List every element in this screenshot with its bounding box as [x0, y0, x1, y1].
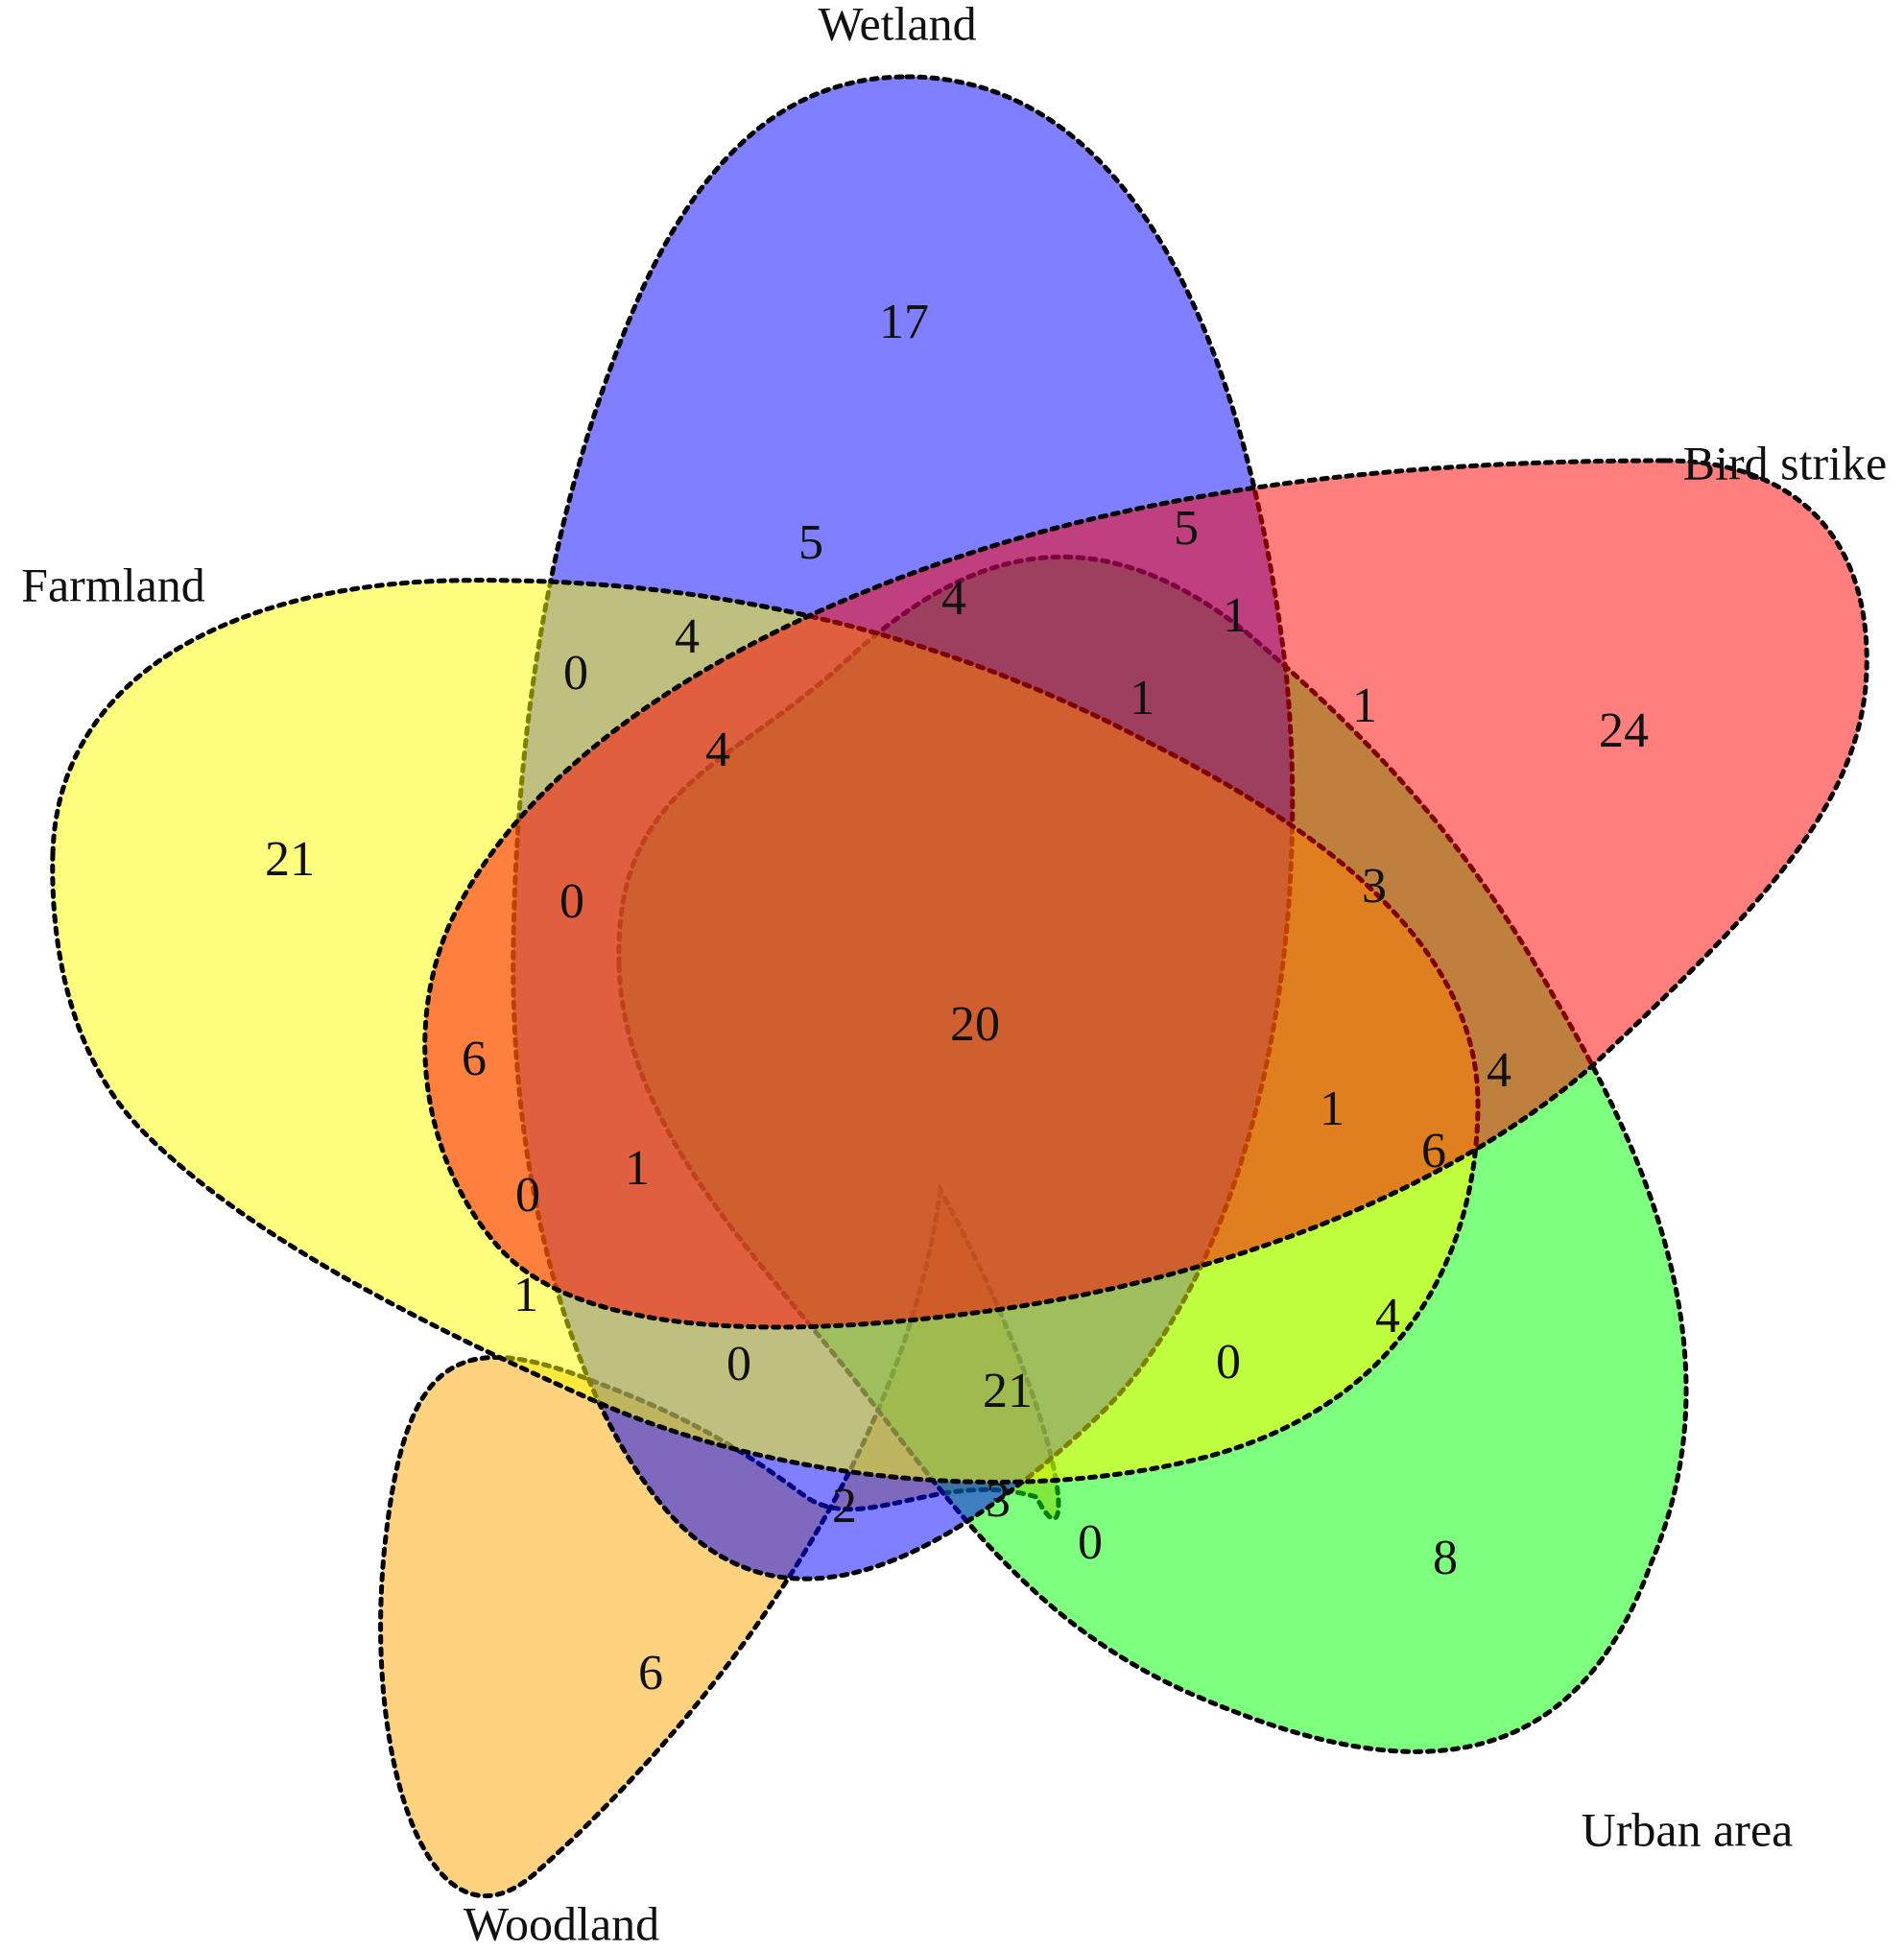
region-count: 1: [1130, 671, 1154, 725]
region-count: 21: [983, 1364, 1033, 1418]
region-count-farmland-only: 21: [265, 832, 315, 887]
region-count: 1: [1223, 588, 1248, 643]
region-count: 0: [559, 874, 584, 929]
region-count: 6: [462, 1032, 487, 1086]
region-count: 6: [1421, 1124, 1446, 1178]
region-count-all-five: 20: [950, 997, 1000, 1052]
set-label-woodland: Woodland: [464, 1896, 659, 1950]
region-counts: 17 24 21 8 6 20 5 5 4 4 4 4 4 1 1 1 1 1 …: [265, 295, 1649, 1700]
region-count-bird-strike-only: 24: [1599, 703, 1649, 758]
region-count: 2: [832, 1479, 857, 1534]
set-label-urban-area: Urban area: [1582, 1802, 1794, 1856]
region-count: 0: [515, 1168, 540, 1223]
region-count-woodland-only: 6: [638, 1646, 663, 1700]
set-shapes: [50, 74, 1869, 1898]
region-count: 1: [625, 1141, 650, 1196]
region-count: 5: [798, 515, 823, 570]
set-label-farmland: Farmland: [21, 558, 205, 611]
region-count: 5: [1174, 501, 1199, 556]
region-count: 1: [513, 1268, 538, 1322]
region-count-wetland-only: 17: [879, 295, 929, 349]
region-count: 0: [1078, 1515, 1103, 1570]
region-count: 4: [705, 723, 730, 777]
region-count: 4: [941, 571, 966, 626]
region-count: 4: [1375, 1289, 1400, 1344]
set-label-bird-strike: Bird strike: [1683, 436, 1887, 489]
region-count: 3: [1362, 859, 1387, 914]
region-count: 1: [1320, 1082, 1345, 1136]
set-label-wetland: Wetland: [818, 0, 976, 50]
region-count-urban-area-only: 8: [1433, 1531, 1458, 1585]
region-count: 0: [1216, 1335, 1241, 1390]
region-count: 1: [1352, 678, 1377, 733]
region-count: 3: [986, 1473, 1011, 1528]
region-count: 0: [726, 1337, 751, 1391]
set-labels: Wetland Bird strike Urban area Woodland …: [21, 0, 1887, 1950]
set-shape-bird-strike: [422, 458, 1869, 1330]
region-count: 0: [563, 646, 588, 701]
region-count: 4: [675, 609, 700, 664]
region-count: 4: [1487, 1043, 1511, 1098]
